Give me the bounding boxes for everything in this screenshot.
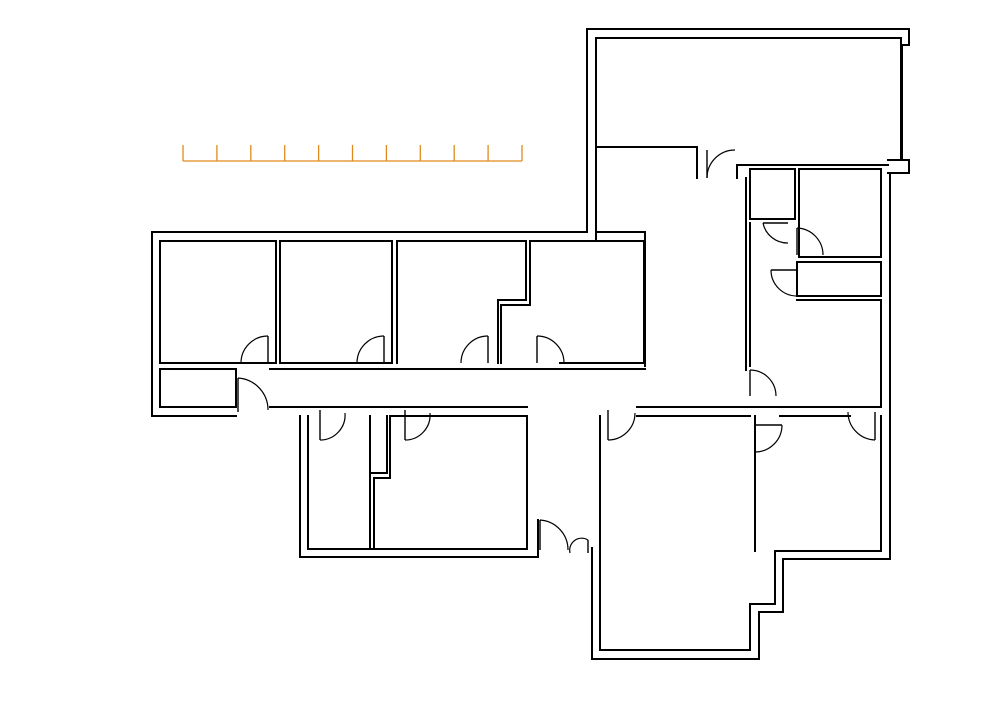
room-east-2 <box>796 261 882 297</box>
door-swing-arc <box>762 222 789 244</box>
room-southwest-2 <box>373 415 528 550</box>
exterior-wall-north-block <box>586 28 910 233</box>
door-swing-arc <box>319 412 346 441</box>
door-swing-arc <box>356 335 385 364</box>
room-west-1 <box>159 240 277 364</box>
interior-wall-southwest-block <box>307 415 528 550</box>
interior-wall-southeast-block <box>599 415 882 651</box>
rooms <box>159 146 889 552</box>
door-swing-arc <box>536 335 565 364</box>
door-swing-arc <box>754 424 783 453</box>
exterior-walls <box>151 28 910 660</box>
door-swing-arc <box>796 227 824 256</box>
corridor-north-right <box>736 164 889 179</box>
interior-wall-west-wing <box>595 231 646 242</box>
interior-wall-north-block <box>595 37 902 233</box>
exterior-wall-southeast-block <box>591 172 891 660</box>
scale-bar-ticks <box>182 145 523 161</box>
door-swing-arc <box>569 537 589 554</box>
doors <box>237 149 876 554</box>
room-southwest-1 <box>307 415 371 550</box>
door-swing-arc <box>237 377 269 411</box>
scale-bar <box>182 145 523 162</box>
room-east-closet <box>749 168 796 220</box>
room-west-storage <box>159 368 237 408</box>
door-swing-arc <box>749 369 777 397</box>
corridor-north-left <box>595 146 698 233</box>
room-west-4 <box>500 240 645 364</box>
door-swing-arc <box>706 149 736 179</box>
exterior-wall-west-wing <box>151 231 588 417</box>
door-swing-arc <box>404 412 431 441</box>
room-east-1 <box>798 168 882 258</box>
room-west-3 <box>396 240 527 364</box>
room-east-large <box>749 299 882 408</box>
door-swing-arc <box>240 335 269 364</box>
door-swing-arc <box>607 412 636 441</box>
door-swing-arc <box>847 411 876 441</box>
room-southwest-partition <box>369 415 388 550</box>
door-swing-arc <box>770 269 798 297</box>
room-west-2 <box>279 240 393 364</box>
door-swing-arc <box>539 519 569 551</box>
exterior-wall-southwest-block <box>299 415 539 558</box>
door-swing-arc <box>460 335 489 364</box>
